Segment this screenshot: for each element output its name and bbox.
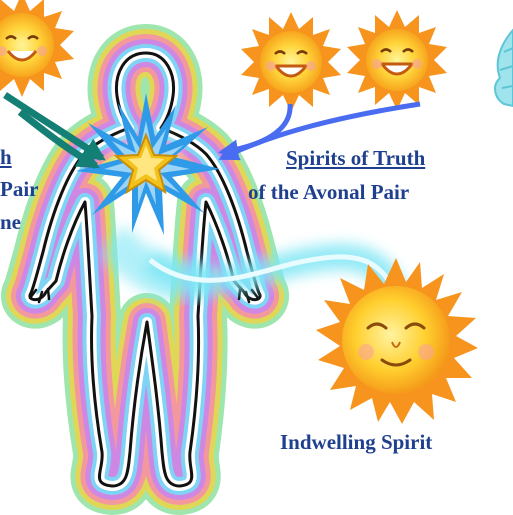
indwelling-sun-icon — [316, 258, 478, 424]
sun-icon-top-right — [347, 10, 447, 110]
spirits-of-truth-title: Spirits of Truth — [286, 146, 425, 170]
sun-icon-top-left — [0, 0, 74, 97]
left-label-line1: h — [0, 145, 12, 169]
sun-icon-top-center — [241, 12, 341, 112]
indwelling-spirit-label: Indwelling Spirit — [280, 430, 432, 454]
left-label-line3: ne — [0, 210, 21, 234]
avonal-pair-subtitle: of the Avonal Pair — [248, 180, 409, 204]
left-label-line2: Pair — [0, 177, 38, 201]
wing-icon — [495, 30, 513, 106]
